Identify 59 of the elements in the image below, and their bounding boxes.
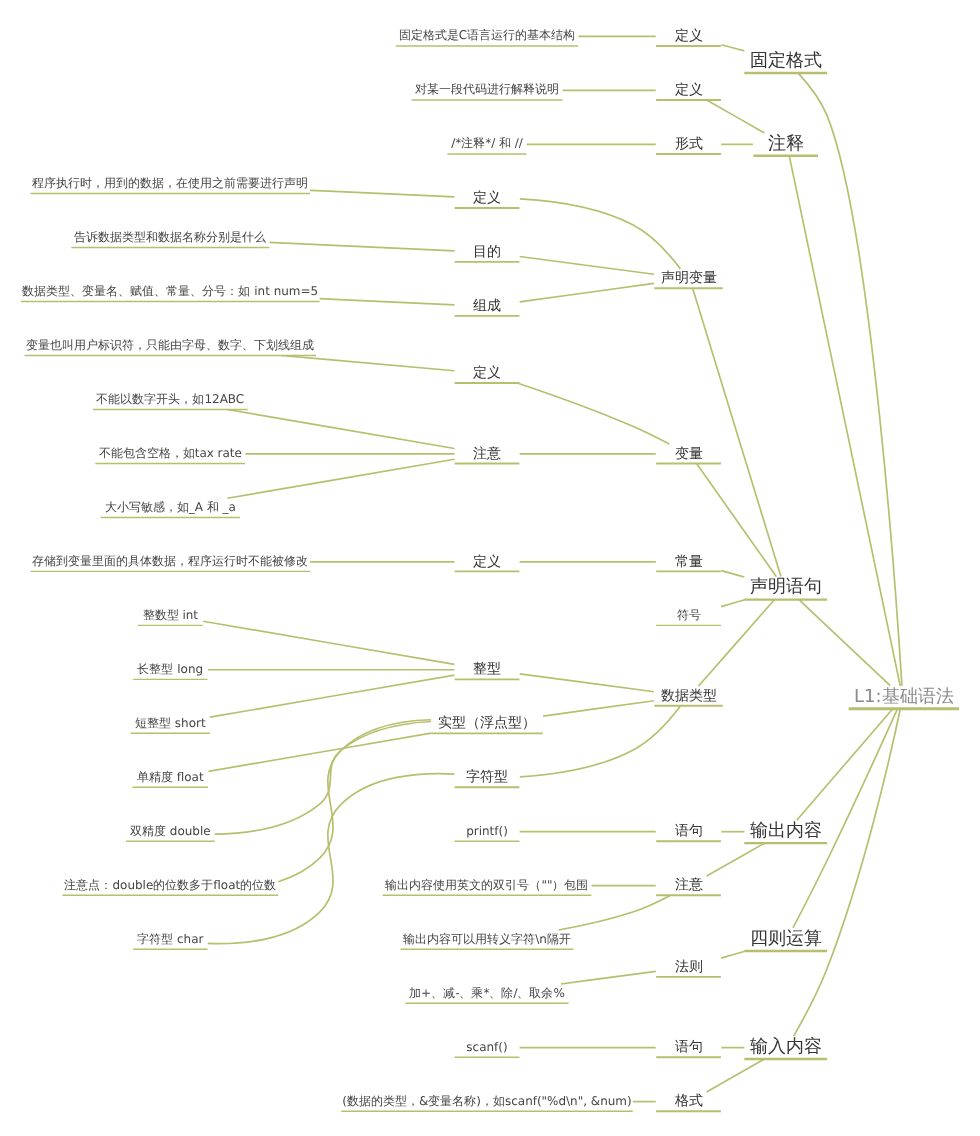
connector — [792, 707, 902, 1036]
connector — [697, 597, 776, 687]
connector — [517, 381, 671, 444]
connector — [206, 771, 456, 944]
connector — [277, 717, 432, 882]
connector — [788, 154, 902, 686]
connector — [720, 1045, 746, 1048]
connector — [590, 883, 657, 886]
connector — [207, 731, 432, 772]
connector — [518, 452, 657, 454]
connector — [798, 597, 892, 686]
connector — [561, 88, 657, 91]
connector — [705, 1057, 766, 1092]
connector — [519, 704, 682, 777]
connector — [720, 142, 754, 145]
connector — [695, 461, 778, 577]
connector — [720, 568, 746, 577]
connector — [795, 706, 894, 821]
connector — [797, 71, 903, 686]
connector — [518, 829, 657, 832]
connector — [518, 254, 655, 275]
connector — [519, 196, 682, 269]
connector — [209, 673, 456, 717]
connector — [226, 407, 456, 449]
connector — [518, 1045, 657, 1048]
node-text: 声明语句 — [749, 577, 822, 598]
connector — [720, 42, 746, 51]
connector — [720, 829, 746, 832]
connector — [691, 286, 782, 577]
node-text: 输入内容 — [749, 1036, 822, 1057]
connector — [518, 281, 655, 302]
connector — [525, 142, 657, 145]
connector — [202, 619, 456, 665]
connector — [720, 597, 746, 607]
connector — [792, 707, 899, 928]
connector — [268, 240, 456, 251]
connector — [632, 1099, 657, 1102]
node-text: L1:基础语法 — [854, 686, 954, 707]
connector — [207, 667, 456, 670]
connector — [705, 841, 766, 876]
node-text: 输出内容 — [749, 820, 822, 841]
connector — [309, 188, 456, 197]
connector — [226, 457, 456, 499]
connector — [518, 559, 657, 562]
connector — [309, 559, 456, 562]
connector — [705, 98, 766, 133]
connector — [720, 949, 746, 958]
connector — [244, 452, 456, 454]
connector — [518, 672, 655, 692]
connector — [280, 353, 456, 371]
node-text: 固定格式 — [749, 50, 822, 71]
connector — [542, 698, 655, 716]
node-text: 四则运算 — [749, 928, 822, 949]
connector — [318, 296, 456, 305]
connector — [560, 969, 657, 984]
connector — [213, 719, 432, 835]
node-text: 注释 — [767, 133, 804, 154]
connector — [577, 34, 657, 37]
connector — [557, 893, 671, 930]
